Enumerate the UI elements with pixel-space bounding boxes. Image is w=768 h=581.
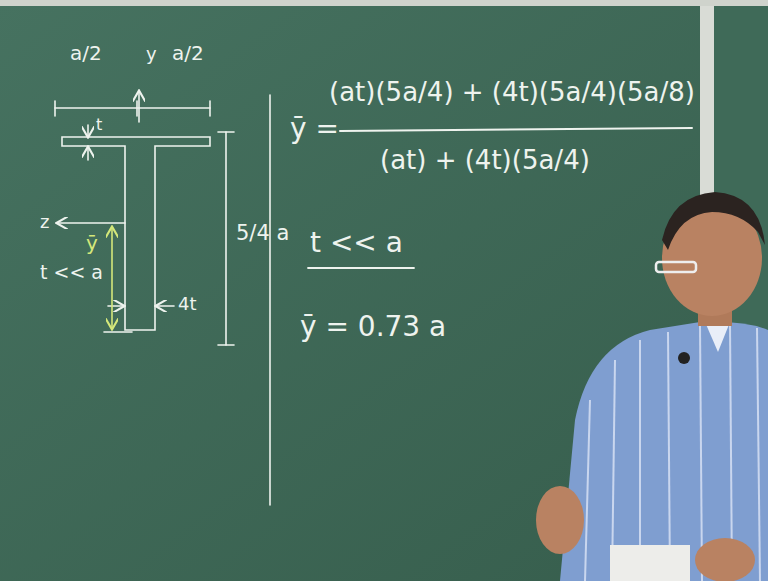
chalk-label: t << a (40, 262, 103, 283)
chalk-label: 5/4 a (236, 222, 289, 245)
chalk-label: (at)(5a/4) + (4t)(5a/4)(5a/8) (329, 78, 695, 107)
chalk-label: ȳ (86, 232, 98, 254)
chalk-label: t (96, 116, 102, 134)
lecturer (536, 192, 768, 581)
chalk-label: a/2 (172, 42, 204, 64)
chalk-label: y (146, 44, 157, 64)
chalk-label: z (40, 212, 49, 232)
chalk-label: (at) + (4t)(5a/4) (380, 146, 590, 175)
chalk-label: a/2 (70, 42, 102, 64)
chalk-label: ȳ = 0.73 a (300, 312, 446, 343)
chalk-label: ȳ = (290, 114, 339, 145)
chalk-label: 4t (178, 294, 197, 314)
board-frame-top (0, 0, 768, 6)
centroid-dimension (111, 228, 113, 328)
chalk-label: t << a (310, 228, 403, 259)
